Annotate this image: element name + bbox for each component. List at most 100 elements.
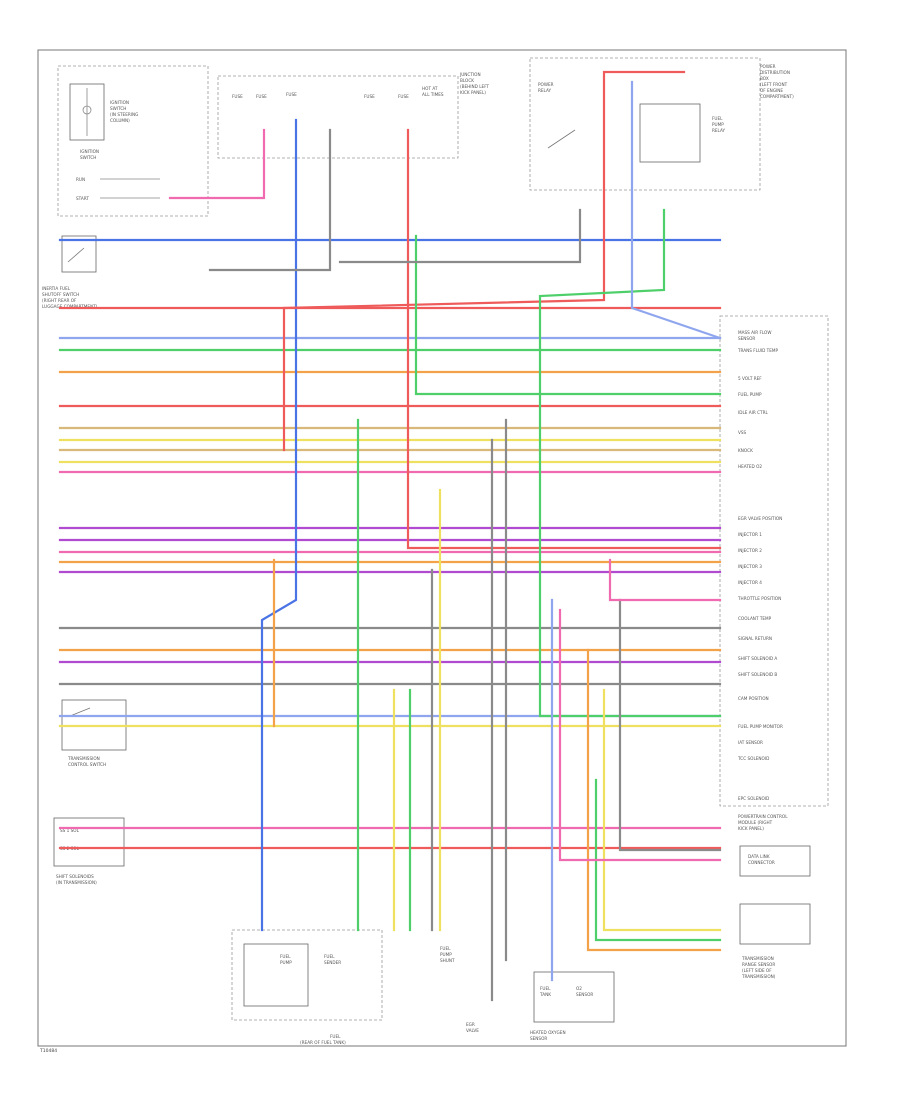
svg-text:CONTROL SWITCH: CONTROL SWITCH	[68, 762, 106, 767]
svg-text:FUSE: FUSE	[286, 92, 297, 97]
sensor-bottom-block: FUEL TANK O2 SENSOR HEATED OXYGEN SENSOR…	[466, 971, 615, 1041]
page-code: T10484	[39, 1048, 57, 1054]
svg-text:JUNCTION: JUNCTION	[459, 72, 481, 77]
inertia-switch-block: INERTIA FUEL SHUTOFF SWITCH (RIGHT REAR …	[42, 235, 98, 309]
wires-group	[58, 70, 722, 1002]
svg-text:HEATED O2: HEATED O2	[738, 464, 762, 469]
svg-text:TRANSMISSION: TRANSMISSION	[741, 956, 774, 961]
svg-text:IAT SENSOR: IAT SENSOR	[738, 740, 763, 745]
svg-text:POWER: POWER	[760, 64, 776, 69]
svg-text:INJECTOR 1: INJECTOR 1	[738, 532, 762, 537]
svg-text:INJECTOR 4: INJECTOR 4	[738, 580, 762, 585]
svg-text:BLOCK: BLOCK	[460, 78, 474, 83]
svg-text:RANGE SENSOR: RANGE SENSOR	[742, 962, 775, 967]
ignition-switch-block: IGNITION SWITCH (IN STEERING COLUMN) IGN…	[57, 65, 209, 217]
svg-text:PUMP: PUMP	[440, 952, 452, 957]
svg-text:FUSE: FUSE	[398, 94, 409, 99]
wire-red-v1	[406, 128, 722, 550]
svg-text:EGR: EGR	[466, 1022, 475, 1027]
diagram-frame	[37, 49, 847, 1047]
svg-text:START: START	[76, 196, 89, 201]
svg-text:SENSOR: SENSOR	[530, 1036, 547, 1041]
wire-pink-v1	[168, 128, 266, 200]
svg-text:TCC SOLENOID: TCC SOLENOID	[737, 756, 769, 761]
svg-text:(IN TRANSMISSION): (IN TRANSMISSION)	[56, 880, 97, 885]
svg-text:5 VOLT REF: 5 VOLT REF	[738, 376, 762, 381]
svg-text:RUN: RUN	[76, 177, 85, 182]
svg-text:LUGGAGE COMPARTMENT): LUGGAGE COMPARTMENT)	[42, 304, 98, 309]
svg-text:MODULE (RIGHT: MODULE (RIGHT	[738, 820, 773, 825]
wire-gray-v2	[338, 208, 582, 264]
svg-text:KNOCK: KNOCK	[738, 448, 753, 453]
wire-yellow-v2	[602, 688, 722, 932]
wire-orange-v2	[586, 648, 722, 952]
data-link-block: DATA LINK CONNECTOR	[739, 845, 811, 877]
svg-text:COLUMN): COLUMN)	[110, 118, 130, 123]
wire-gray-v1	[208, 128, 332, 272]
svg-text:SWITCH: SWITCH	[110, 106, 126, 111]
wire-green-v1	[414, 234, 722, 396]
svg-text:EPC SOLENOID: EPC SOLENOID	[738, 796, 769, 801]
svg-text:SHIFT SOLENOID A: SHIFT SOLENOID A	[738, 656, 777, 661]
svg-text:COMPARTMENT): COMPARTMENT)	[760, 94, 794, 99]
trans-range-block: TRANSMISSION RANGE SENSOR (LEFT SIDE OF …	[739, 903, 811, 979]
svg-text:FUEL: FUEL	[712, 116, 723, 121]
svg-text:VALVE: VALVE	[466, 1028, 479, 1033]
svg-text:FUEL PUMP MONITOR: FUEL PUMP MONITOR	[738, 724, 783, 729]
svg-text:MASS AIR FLOW: MASS AIR FLOW	[738, 330, 772, 335]
svg-text:HOT AT: HOT AT	[422, 86, 438, 91]
svg-text:KICK PANEL): KICK PANEL)	[738, 826, 764, 831]
wire-green-v5	[594, 778, 722, 942]
svg-text:SHUNT: SHUNT	[440, 958, 455, 963]
svg-text:SS 1 SOL: SS 1 SOL	[60, 828, 80, 833]
svg-text:(IN STEERING: (IN STEERING	[110, 112, 138, 117]
svg-text:POWER: POWER	[538, 82, 554, 87]
shift-switch-block: TRANSMISSION CONTROL SWITCH	[61, 699, 127, 767]
svg-text:IGNITION: IGNITION	[110, 100, 129, 105]
svg-text:TRANS FLUID TEMP: TRANS FLUID TEMP	[737, 348, 778, 353]
svg-text:INERTIA FUEL: INERTIA FUEL	[42, 286, 71, 291]
svg-text:KICK PANEL): KICK PANEL)	[460, 90, 486, 95]
svg-text:(RIGHT REAR OF: (RIGHT REAR OF	[42, 298, 77, 303]
svg-text:DISTRIBUTION: DISTRIBUTION	[760, 70, 790, 75]
wire-green-v2	[538, 208, 722, 718]
svg-text:IGNITION: IGNITION	[80, 149, 99, 154]
svg-text:O2: O2	[576, 986, 582, 991]
svg-text:SHIFT SOLENOIDS: SHIFT SOLENOIDS	[56, 874, 94, 879]
svg-text:SENDER: SENDER	[324, 960, 341, 965]
svg-text:COOLANT TEMP: COOLANT TEMP	[738, 616, 772, 621]
svg-text:(LEFT FRONT: (LEFT FRONT	[760, 82, 788, 87]
svg-text:THROTTLE POSITION: THROTTLE POSITION	[737, 596, 781, 601]
svg-text:OF ENGINE: OF ENGINE	[760, 88, 783, 93]
svg-text:EGR VALVE POSITION: EGR VALVE POSITION	[738, 516, 782, 521]
svg-text:POWERTRAIN CONTROL: POWERTRAIN CONTROL	[738, 814, 788, 819]
wire-blue-v1	[260, 118, 298, 932]
svg-text:INJECTOR 3: INJECTOR 3	[738, 564, 762, 569]
svg-text:DATA LINK: DATA LINK	[748, 854, 770, 859]
svg-text:(LEFT SIDE OF: (LEFT SIDE OF	[742, 968, 772, 973]
svg-text:SENSOR: SENSOR	[576, 992, 593, 997]
wire-gray-v5	[618, 598, 722, 852]
svg-text:PUMP: PUMP	[712, 122, 724, 127]
svg-text:TANK: TANK	[539, 992, 551, 997]
svg-text:INJECTOR 2: INJECTOR 2	[738, 548, 762, 553]
svg-text:RELAY: RELAY	[538, 88, 552, 93]
pcm-block: MASS AIR FLOW SENSOR TRANS FLUID TEMP 5 …	[719, 315, 829, 831]
svg-text:FUEL: FUEL	[324, 954, 335, 959]
svg-text:PUMP: PUMP	[280, 960, 292, 965]
svg-text:TRANSMISSION): TRANSMISSION)	[741, 974, 776, 979]
svg-text:CAM POSITION: CAM POSITION	[738, 696, 769, 701]
wire-pink-v3	[608, 558, 722, 602]
wire-pink-v2	[558, 608, 722, 862]
svg-text:IDLE AIR CTRL: IDLE AIR CTRL	[738, 410, 769, 415]
svg-text:(BEHIND LEFT: (BEHIND LEFT	[460, 84, 490, 89]
svg-text:FUSE: FUSE	[232, 94, 243, 99]
svg-text:FUEL: FUEL	[540, 986, 551, 991]
svg-text:FUEL: FUEL	[440, 946, 451, 951]
svg-text:SIGNAL RETURN: SIGNAL RETURN	[738, 636, 772, 641]
svg-text:FUSE: FUSE	[256, 94, 267, 99]
wire-red-v2	[282, 70, 686, 452]
svg-text:SHIFT SOLENOID B: SHIFT SOLENOID B	[738, 672, 777, 677]
